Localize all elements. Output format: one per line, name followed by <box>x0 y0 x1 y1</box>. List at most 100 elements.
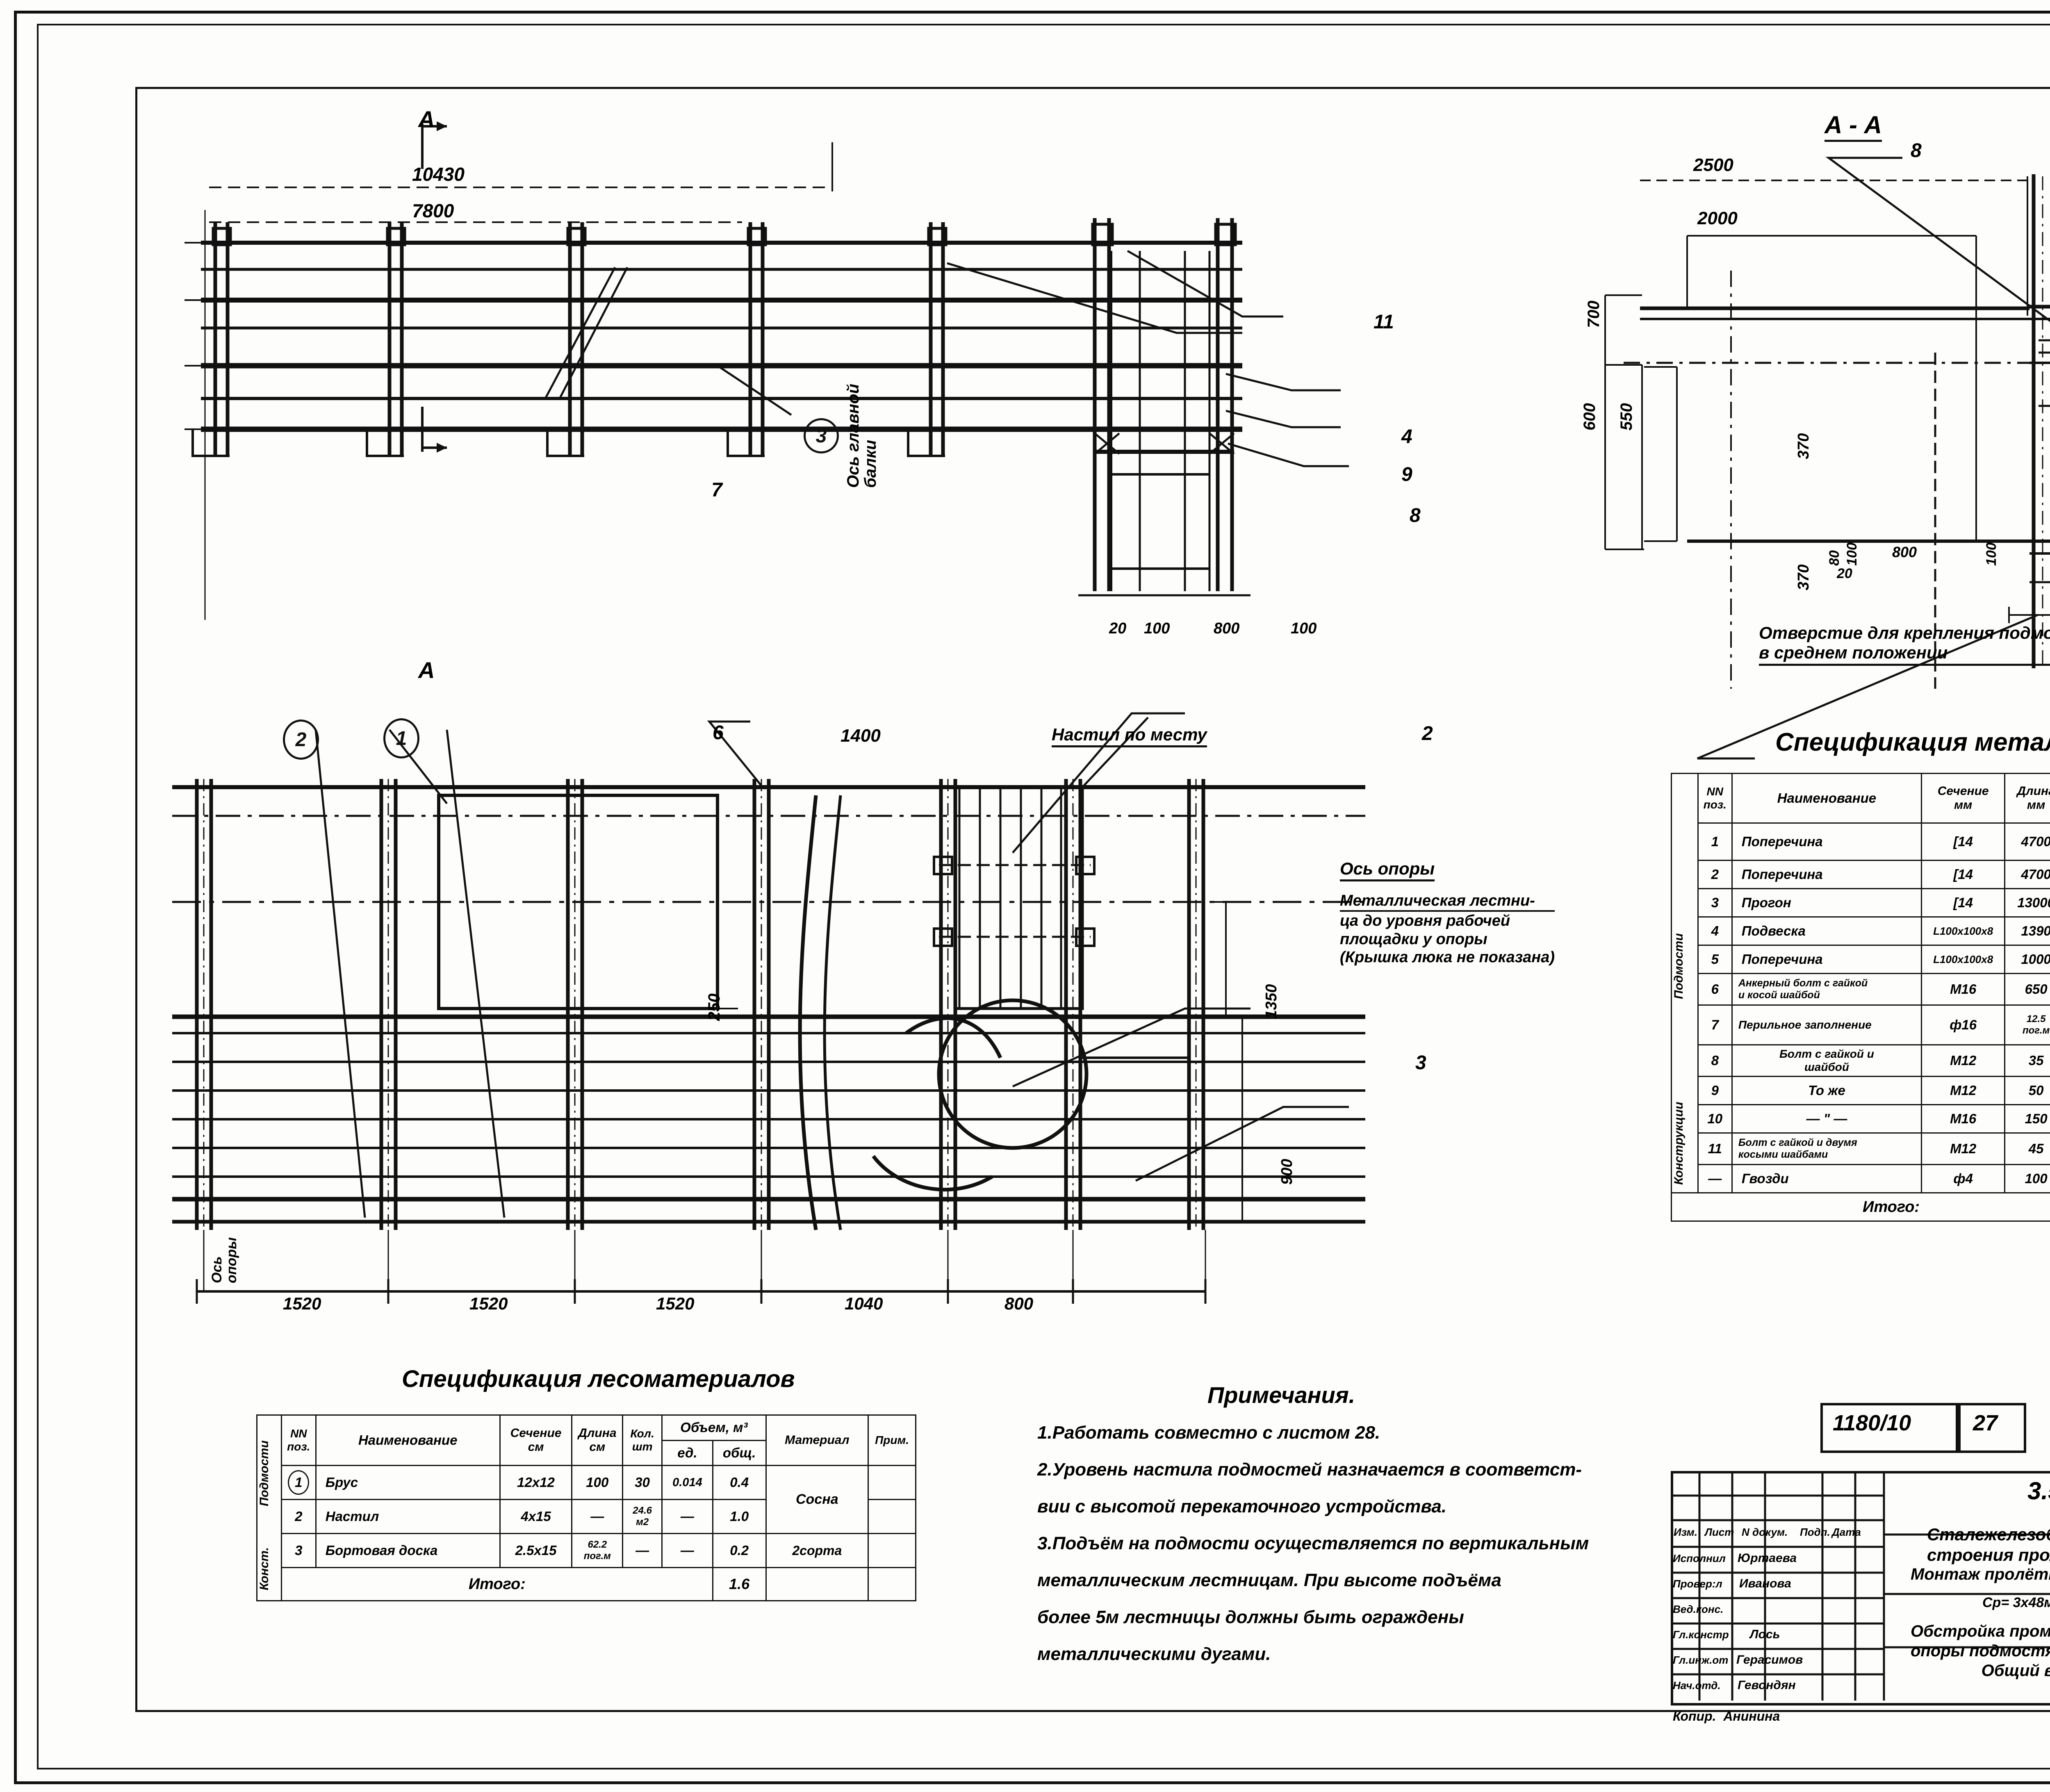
cell-section: ф16 <box>1920 1004 2006 1045</box>
role-label-4: Гл.инж.от <box>1673 1654 1729 1666</box>
plan-view-linework <box>172 712 1365 1304</box>
metal-spec-table: Конструкции Подмости NN поз. Наименовани… <box>1670 773 2050 1222</box>
title-block-project-code: 3.503-50-10 <box>2027 1477 2050 1505</box>
notes-item-2: 2.Уровень настила подмостей назначается … <box>1037 1460 1582 1480</box>
cell-name: Поперечина <box>1731 822 1922 861</box>
cell-name: Подвеска <box>1731 916 1922 946</box>
timber-spec-total-label: Итого: <box>280 1567 713 1601</box>
timber-spec-th-length-label: Длина см <box>578 1426 617 1454</box>
object-title-line2: строения пролетами 40,60 и 80 м <box>1927 1545 2050 1565</box>
plan-balloon-2: 2 <box>283 720 319 760</box>
timber-spec-th-volume-label: Объем, м³ <box>680 1420 748 1435</box>
plan-bottom-dim-1040: 1040 <box>845 1294 883 1313</box>
section-aa-bottom-dim-100a: 100 <box>1844 542 1860 566</box>
timber-spec-table: Конст. Подмости NN поз. Наименование Сеч… <box>256 1414 916 1601</box>
drawing-code-page-box <box>1956 1403 2026 1453</box>
cell-section: L100x100x8 <box>1920 945 2006 974</box>
section-aa-dim-2500: 2500 <box>1693 155 1733 175</box>
elevation-section-mark-top: A <box>418 106 435 132</box>
plan-bottom-dim-1520c: 1520 <box>656 1294 695 1313</box>
timber-pos-balloon: 1 <box>288 1470 310 1495</box>
timber-spec-th-length: Длина см <box>571 1414 624 1466</box>
sheet-inner-border <box>37 24 2050 1769</box>
timber-spec-header-row-1: Конст. Подмости NN поз. Наименование Сеч… <box>256 1414 916 1601</box>
role-label-3: Гл.констр <box>1673 1628 1729 1641</box>
role-name-1: Иванова <box>1739 1577 1791 1590</box>
cell-section: М12 <box>1920 1044 2006 1077</box>
timber-spec-konstr-col: Конст. Подмости <box>256 1414 282 1601</box>
timber-spec-th-vol-tot: общ. <box>712 1439 767 1466</box>
plan-dim-250: 250 <box>705 993 723 1021</box>
elevation-bottom-dim-100a: 100 <box>1144 620 1170 637</box>
notes-item-5: металлическим лестницам. При высоте подъ… <box>1037 1570 1501 1590</box>
cell-pos: 6 <box>1697 973 1733 1006</box>
elevation-dim-inner: 7800 <box>412 200 454 221</box>
rev-header-list: Лист <box>1705 1526 1734 1538</box>
timber-spec-th-vol-ea: ед. <box>661 1439 713 1466</box>
cell-section: [14 <box>1920 822 2006 861</box>
cell-length: 1390 <box>2004 916 2050 946</box>
section-aa-dim-550: 550 <box>1617 403 1635 430</box>
metal-spec-th-pos: NN поз. <box>1697 773 1733 824</box>
cell-name: Анкерный болт с гайкой и косой шайбой <box>1731 973 1922 1006</box>
cell-pos: 8 <box>1697 1044 1733 1077</box>
cell-vol-ea: 0.014 <box>661 1465 713 1500</box>
role-label-0: Исполнил <box>1673 1552 1726 1564</box>
section-aa-bottom-dim-80: 80 <box>1827 550 1842 566</box>
cell-pos: 3 <box>1697 888 1733 918</box>
section-aa-dim-370a: 370 <box>1795 433 1812 459</box>
metal-spec-th-pos-label: NN поз. <box>1703 785 1727 811</box>
timber-spec-th-name: Наименование <box>315 1414 501 1466</box>
cell-length: 12.5 пог.м <box>2004 1004 2050 1045</box>
object-title-line1: Сталежелезобетонные пролётные <box>1927 1525 2050 1544</box>
role-name-4: Герасимов <box>1736 1653 1803 1667</box>
rev-header-data: Дата <box>1832 1526 1861 1538</box>
cell-vol-ea: — <box>661 1533 713 1568</box>
plan-balloon-1: 1 <box>383 718 419 758</box>
cell-pos: 7 <box>1697 1004 1733 1045</box>
section-aa-dim-700: 700 <box>1585 301 1603 328</box>
drawing-title-line2: опоры подмостями. <box>1911 1642 2050 1660</box>
elevation-section-mark-bottom: A <box>418 657 435 683</box>
cell-name: Болт с гайкой и двумя косыми шайбами <box>1731 1132 1922 1165</box>
cell-section: 12х12 <box>499 1465 573 1500</box>
role-name-0: Юртаева <box>1738 1551 1797 1565</box>
elevation-callout-8: 8 <box>1410 505 1421 526</box>
timber-spec-total-note <box>868 1567 916 1601</box>
notes-item-7: металлическими дугами. <box>1037 1644 1271 1664</box>
elevation-callout-11: 11 <box>1374 311 1394 333</box>
table-row: 5ПоперечинаL100x100x810002812.2342 <box>1672 945 2050 974</box>
cell-qty: — <box>622 1533 663 1568</box>
rev-header-izm: Изм. <box>1674 1526 1698 1538</box>
table-row: 9То жеМ1250480.084БЧ <box>1672 1076 2050 1105</box>
metal-spec-th-section: Сечение мм <box>1920 773 2006 824</box>
cell-name: — " — <box>1731 1104 1922 1134</box>
timber-spec-th-material: Материал <box>765 1414 869 1466</box>
cell-length: 1000 <box>2004 945 2050 974</box>
timber-spec-th-qty: Кол. шт <box>622 1414 663 1466</box>
notes-item-3: вии с высотой перекаточного устройства. <box>1037 1496 1447 1516</box>
metal-spec-header-row-1: Конструкции Подмости NN поз. Наименовани… <box>1671 773 2050 1193</box>
role-label-5: Нач.отд. <box>1673 1679 1721 1692</box>
plan-callout-2: 2 <box>1422 723 1433 745</box>
cell-length: 4700 <box>2004 822 2050 861</box>
rev-header-ndoc: N докум. <box>1742 1526 1788 1538</box>
cell-name: Болт с гайкой и шайбой <box>1731 1044 1922 1077</box>
table-row: 3 Бортовая доска 2.5х15 62.2 пог.м — — 0… <box>257 1533 916 1568</box>
timber-spec-th-note: Прим. <box>868 1414 916 1466</box>
elevation-callout-7: 7 <box>711 479 722 501</box>
cell-length: 100 <box>2004 1164 2050 1193</box>
cell-material-sort: 2сорта <box>765 1533 869 1568</box>
cell-section: 4х15 <box>499 1499 573 1534</box>
cell-name: То же <box>1731 1076 1922 1105</box>
cell-section: М12 <box>1920 1132 2006 1165</box>
cell-note <box>868 1533 916 1568</box>
cell-section: [14 <box>1920 860 2006 889</box>
elevation-bottom-dim-800: 800 <box>1214 620 1240 637</box>
